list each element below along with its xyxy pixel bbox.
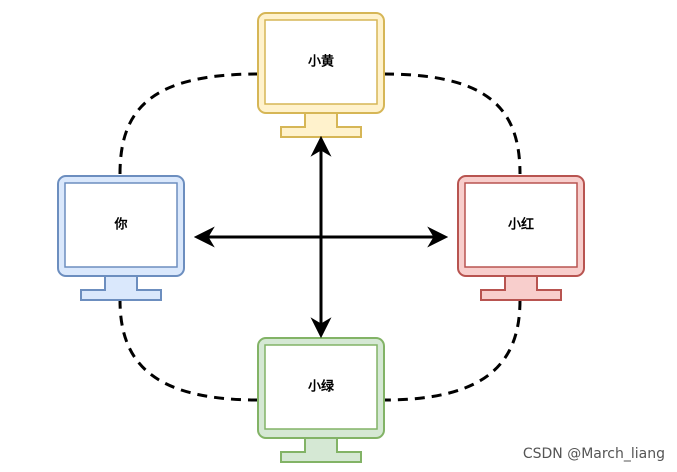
watermark-text: CSDN @March_liang: [522, 446, 665, 462]
monitor-left-inner: [64, 182, 178, 268]
monitor-bottom-stand: [280, 437, 362, 463]
monitor-right-inner: [464, 182, 578, 268]
monitor-bottom-inner: [264, 344, 378, 430]
dashed-link-right-bottom: [383, 299, 522, 402]
monitor-top-inner: [264, 19, 378, 105]
dashed-link-left-top: [118, 72, 259, 175]
monitor-right-label: 小红: [508, 217, 534, 233]
monitor-left-stand: [80, 275, 162, 301]
monitor-top-stand: [280, 112, 362, 138]
monitor-right: 小红: [457, 175, 585, 301]
dashed-link-top-right: [383, 72, 522, 175]
dashed-ring: [118, 72, 522, 402]
monitor-left-label: 你: [113, 217, 127, 233]
dashed-link-bottom-left: [118, 299, 259, 402]
monitor-top-label: 小黄: [308, 54, 334, 70]
monitor-left: 你: [57, 175, 185, 301]
monitor-bottom-label: 小绿: [308, 379, 335, 395]
monitor-top: 小黄: [257, 12, 385, 138]
cross-arrows: [193, 135, 449, 339]
monitor-right-stand: [480, 275, 562, 301]
monitor-bottom: 小绿: [257, 337, 385, 463]
